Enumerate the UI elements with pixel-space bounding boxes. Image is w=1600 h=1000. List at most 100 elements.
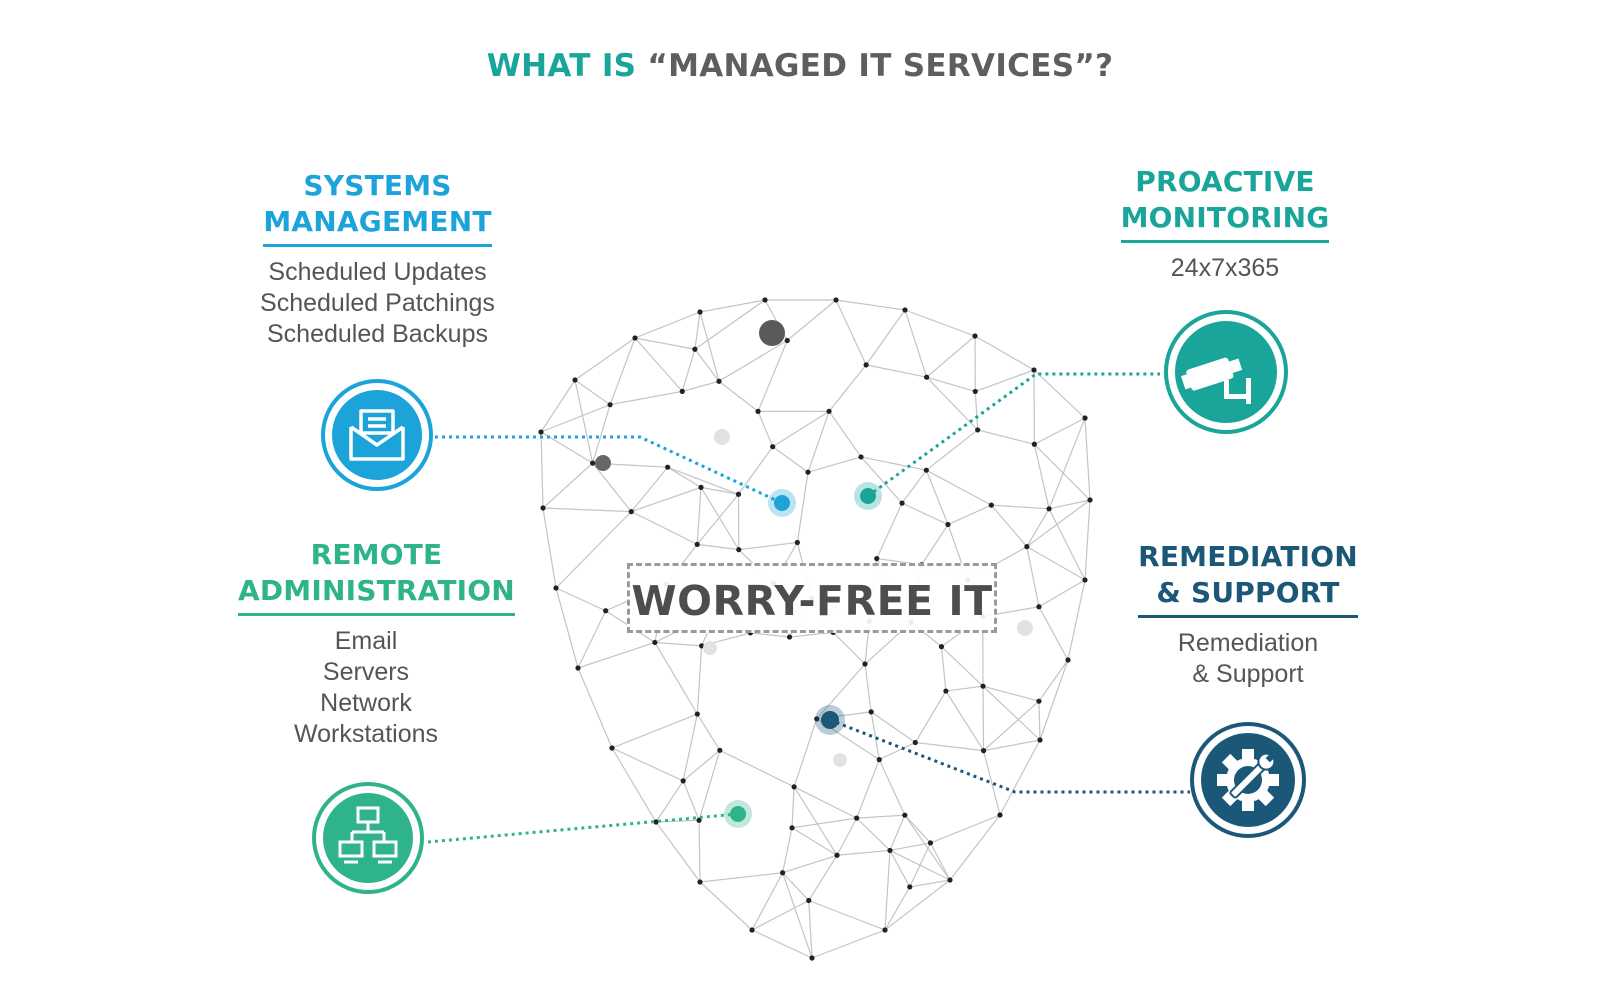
mesh-node (997, 812, 1003, 818)
mesh-node (770, 444, 776, 450)
mesh-node (607, 402, 613, 408)
mesh-edge (750, 632, 790, 638)
mesh-edge (611, 713, 698, 749)
mesh-node (665, 464, 671, 470)
systems-management-section: SYSTEMS MANAGEMENT Scheduled Updates Sch… (255, 168, 500, 350)
mesh-edge (929, 842, 951, 881)
mesh-edge (555, 587, 579, 669)
mesh-edge (949, 814, 1001, 881)
mesh-edge (700, 486, 739, 495)
mesh-edge (884, 850, 891, 931)
proactive-heading: PROACTIVE MONITORING (1120, 164, 1330, 243)
mesh-edge (696, 645, 703, 715)
mesh-edge (577, 667, 613, 749)
mesh-edge (983, 700, 1040, 752)
mesh-edge (634, 337, 683, 392)
mesh-node (868, 709, 874, 715)
mesh-edge (1033, 443, 1091, 501)
mesh-edge (696, 493, 739, 545)
mesh-node (1065, 657, 1071, 663)
mesh-edge (1067, 579, 1086, 661)
mesh-node (862, 661, 868, 667)
mesh-edge (540, 404, 611, 433)
mesh-edge (1033, 444, 1050, 509)
mesh-node (572, 377, 578, 383)
mesh-edge (719, 749, 795, 788)
mesh-node (794, 539, 800, 546)
mesh-edge (699, 872, 783, 883)
mesh-edge (1048, 417, 1086, 510)
mesh-node (945, 521, 951, 528)
mesh-node (927, 840, 934, 846)
mesh-edge (698, 750, 721, 821)
mesh-edge (889, 842, 931, 852)
mesh-node (899, 500, 905, 506)
mesh-edge (782, 872, 810, 901)
mesh-node (692, 346, 698, 352)
mesh-node (1082, 577, 1088, 583)
mesh-edge (1034, 417, 1086, 445)
gear-wrench-icon (1217, 749, 1279, 811)
mesh-node (697, 879, 703, 885)
mesh-edge (696, 487, 702, 545)
mesh-edge (574, 379, 594, 464)
mesh-node (1082, 415, 1088, 421)
mesh-edge (914, 690, 947, 743)
mesh-edge (925, 469, 949, 525)
mesh-node (628, 509, 634, 515)
mesh-node (1024, 544, 1030, 550)
mesh-edge (915, 741, 984, 752)
mesh-node (762, 297, 768, 303)
mesh-node (717, 747, 723, 753)
mesh-edge (889, 814, 906, 851)
mesh-edge (982, 686, 985, 751)
mesh-edge (904, 814, 931, 844)
mesh-node (980, 683, 986, 689)
mesh-edge (681, 349, 696, 392)
mesh-edge (808, 900, 813, 959)
title-accent: WHAT IS (486, 48, 637, 84)
mesh-node (902, 307, 908, 313)
mesh-edge (904, 309, 976, 337)
mesh-edge (828, 410, 862, 458)
mesh-accent-node (1017, 620, 1033, 636)
remediation-items: Remediation & Support (1177, 629, 1319, 688)
mesh-node (882, 927, 888, 933)
mesh-edge (786, 299, 837, 341)
mesh-edge (592, 462, 632, 512)
mesh-edge (856, 759, 880, 819)
mesh-edge (577, 610, 607, 669)
mesh-node (679, 388, 685, 394)
mesh-node (826, 408, 832, 414)
mesh-node (943, 688, 949, 694)
envelope-icon (349, 409, 405, 461)
mesh-edge (654, 641, 702, 647)
mesh-node (887, 847, 893, 854)
mesh-edge (945, 690, 985, 751)
mesh-edge (1026, 546, 1040, 607)
remote-items: Email Servers Network Workstations (293, 627, 439, 748)
mesh-edge (926, 335, 976, 378)
mesh-edge (925, 429, 979, 471)
mesh-edge (904, 814, 951, 881)
remediation-heading: REMEDIATION & SUPPORT (1138, 539, 1358, 618)
mesh-node (814, 716, 820, 722)
mesh-accent-node (833, 753, 847, 767)
security-camera-icon (1181, 357, 1251, 404)
mesh-node (1087, 497, 1093, 503)
mesh-edge (999, 739, 1041, 816)
mesh-edge (977, 429, 1035, 445)
mesh-edge (926, 469, 992, 506)
mesh-edge (696, 713, 721, 751)
proactive-items: 24x7x365 (1170, 254, 1280, 282)
mesh-node (972, 388, 978, 395)
mesh-node (809, 955, 815, 961)
remote-heading: REMOTE ADMINISTRATION (238, 537, 515, 616)
proactive-monitoring-section: PROACTIVE MONITORING 24x7x365 (1105, 164, 1345, 284)
mesh-node (947, 877, 953, 883)
mesh-edge (1038, 606, 1069, 661)
mesh-edge (904, 309, 928, 378)
mesh-edge (757, 340, 788, 412)
mesh-edge (878, 759, 906, 816)
remote-administration-section: REMOTE ADMINISTRATION Email Servers Netw… (238, 537, 515, 750)
